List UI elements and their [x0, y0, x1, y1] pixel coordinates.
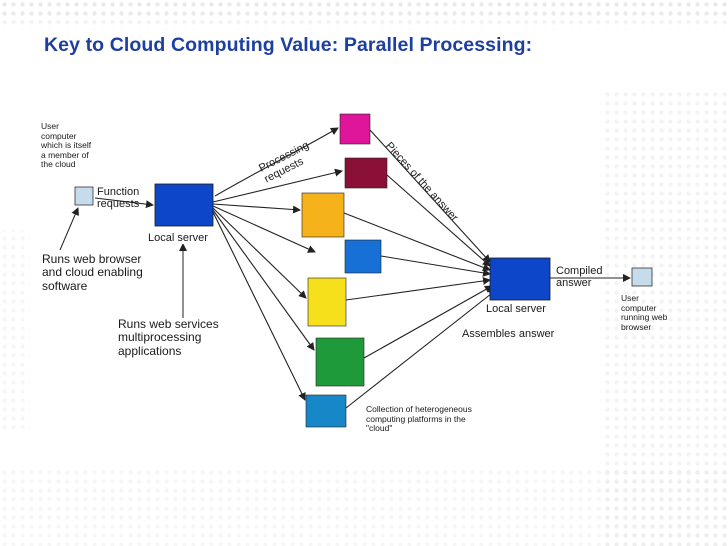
platform-orange-box	[301, 192, 345, 238]
platform-cyan-box	[305, 394, 347, 428]
local-server-right-box	[489, 257, 551, 301]
slide-title: Key to Cloud Computing Value: Parallel P…	[44, 34, 533, 56]
user-computer-left-label: User computer which is itself a member o…	[41, 121, 92, 170]
local-server-right-label: Local server	[486, 303, 546, 315]
user-computer-right-box	[631, 267, 653, 287]
processing-requests-arrow	[214, 127, 339, 197]
compiled-answer-label: Compiled answer	[556, 265, 603, 290]
collection-note-label: Collection of heterogeneous computing pl…	[366, 404, 472, 434]
runs-web-browser-label: Runs web browser and cloud enabling soft…	[42, 252, 143, 293]
function-requests-label: Function requests	[97, 186, 140, 211]
local-server-left-box	[154, 183, 214, 227]
platform-yellow-box	[307, 277, 347, 327]
platform-maroon-box	[344, 157, 388, 189]
user-computer-left-box	[74, 186, 94, 206]
platform-green-box	[315, 337, 365, 387]
platform-magenta-box	[339, 113, 371, 145]
assembles-answer-label: Assembles answer	[462, 328, 555, 340]
user-computer-right-label: User computer running web browser	[621, 293, 668, 332]
fan-in-arrows	[343, 129, 497, 409]
fan-out-arrows	[212, 168, 343, 401]
local-server-left-label: Local server	[148, 232, 208, 245]
function-requests-arrow	[94, 197, 154, 209]
platform-blue-box	[344, 239, 382, 274]
runs-web-services-label: Runs web services multiprocessing applic…	[118, 317, 219, 358]
runs-web-browser-pointer	[59, 207, 79, 251]
